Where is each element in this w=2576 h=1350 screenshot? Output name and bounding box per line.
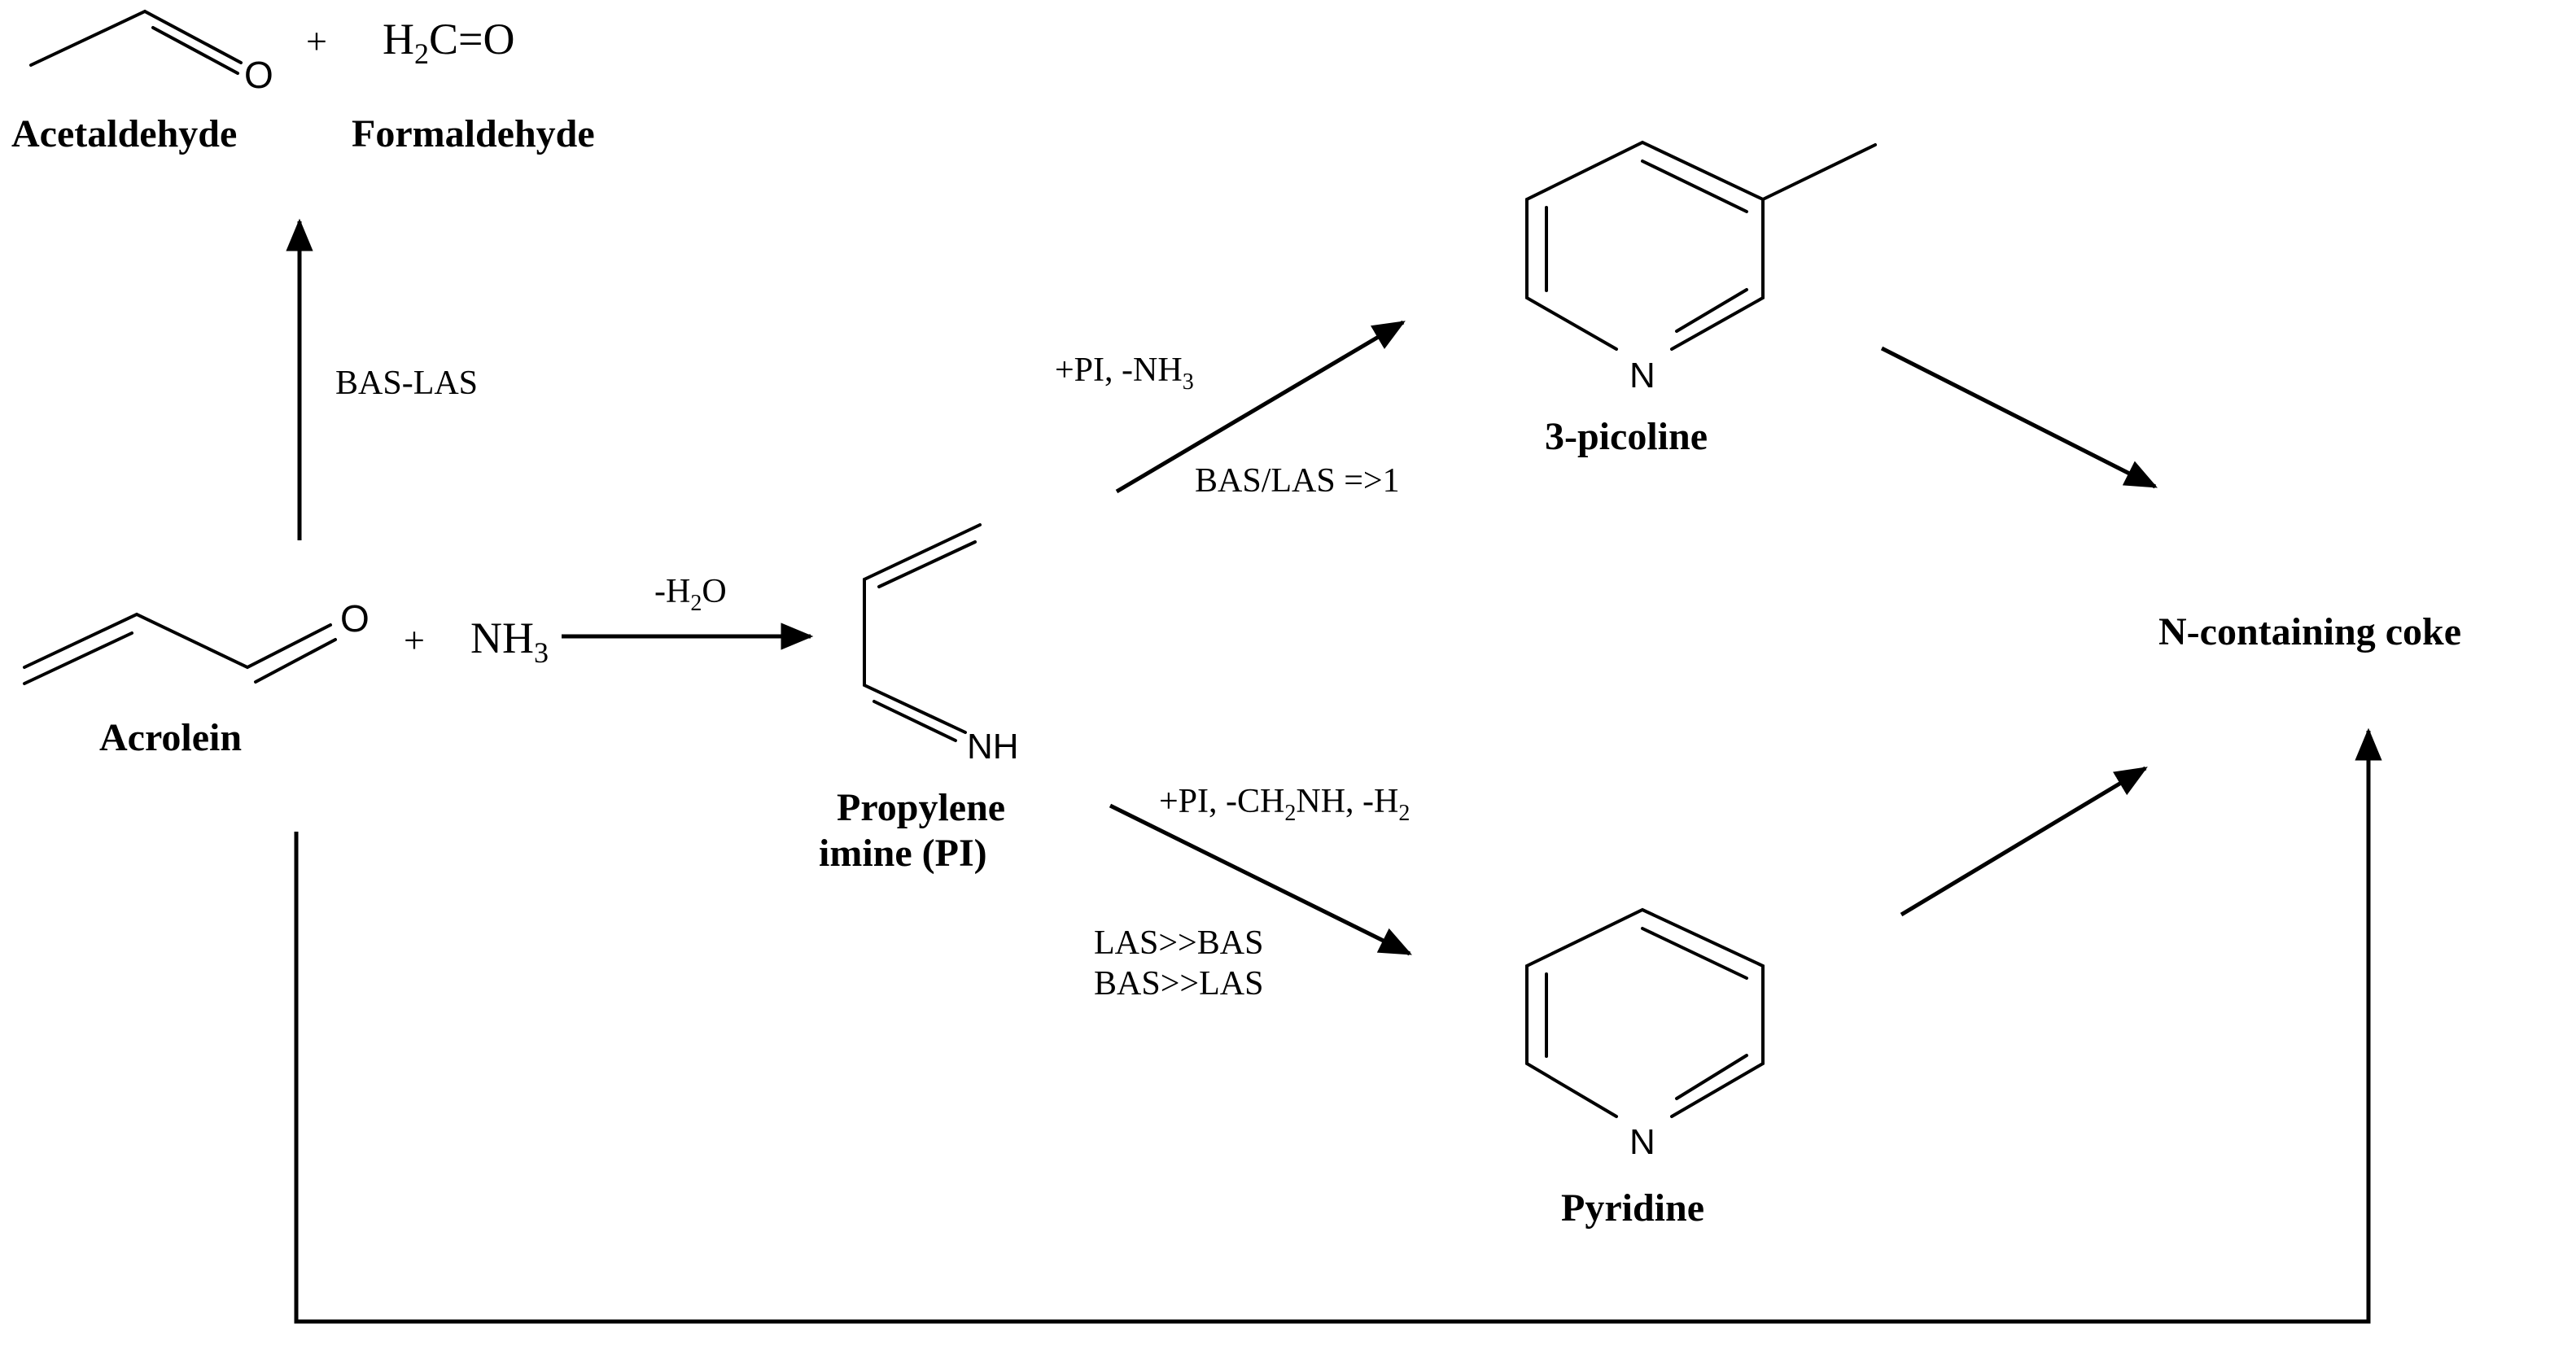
propylene-imine-structure: NH	[863, 523, 1019, 767]
pyridine-label: Pyridine	[1561, 1186, 1704, 1230]
acetaldehyde-label: Acetaldehyde	[11, 112, 237, 155]
condition-dehydration: -H2O	[654, 573, 727, 616]
propylene-imine-label-line1: Propylene	[837, 786, 1005, 829]
formaldehyde-label: Formaldehyde	[352, 112, 595, 155]
propylene-imine-label-line2: imine (PI)	[819, 832, 987, 875]
ammonia-formula: NH3	[470, 614, 549, 669]
propylene-imine-nh-group: NH	[967, 727, 1019, 767]
acrolein-oxygen-atom: O	[340, 597, 370, 640]
n-containing-coke-label: N-containing coke	[2158, 610, 2461, 653]
condition-pyridine-acidity-1: LAS>>BAS	[1094, 924, 1263, 962]
arrow-pyridine-to-coke	[1900, 766, 2148, 917]
3-picoline-label: 3-picoline	[1545, 415, 1708, 458]
arrow-acrolein-to-coke	[294, 727, 2382, 1324]
acetaldehyde-structure: O	[29, 9, 273, 96]
condition-pyridine-reagents: +PI, -CH2NH, -H2	[1159, 783, 1410, 826]
3-picoline-structure: N	[1525, 140, 1877, 395]
acetaldehyde-oxygen-atom: O	[244, 54, 273, 96]
plus-sign-middle: +	[404, 619, 425, 661]
3-picoline-nitrogen-atom: N	[1629, 356, 1655, 395]
condition-bas-las: BAS-LAS	[335, 365, 478, 402]
arrow-picoline-to-coke	[1880, 346, 2158, 489]
acrolein-structure: O	[23, 597, 370, 685]
formaldehyde-formula: H2C=O	[383, 15, 514, 70]
condition-picoline-acidity: BAS/LAS =>1	[1195, 462, 1400, 500]
acrolein-label: Acrolein	[99, 716, 242, 759]
arrow-to-pyridine	[1109, 803, 1412, 956]
pyridine-structure: N	[1525, 907, 1765, 1162]
plus-sign-top: +	[306, 20, 327, 62]
arrow-to-3-picoline	[1115, 320, 1406, 494]
condition-picoline-reagents: +PI, -NH3	[1055, 352, 1194, 395]
pyridine-nitrogen-atom: N	[1629, 1122, 1655, 1162]
condition-pyridine-acidity-2: BAS>>LAS	[1094, 965, 1263, 1003]
